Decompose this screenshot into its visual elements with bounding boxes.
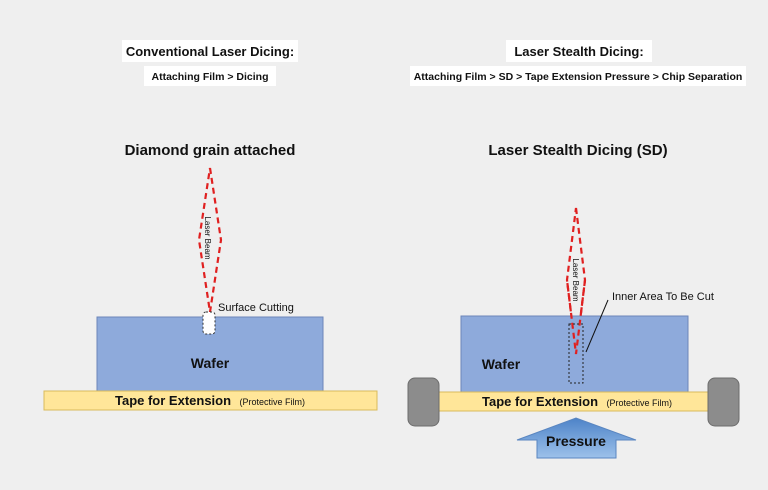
left-steps: Attaching Film > Dicing: [152, 71, 269, 83]
inner-area-label: Inner Area To Be Cut: [612, 291, 714, 303]
right-heading-box: [506, 40, 652, 62]
right-steps: Attaching Film > SD > Tape Extension Pre…: [414, 71, 743, 83]
pressure-arrow: [516, 417, 637, 459]
sd-laser-beam-inner: [565, 279, 587, 355]
left-tape-text: Tape for Extension (Protective Film): [115, 392, 305, 409]
pressure-label: Pressure: [546, 433, 606, 449]
right-tape-text: Tape for Extension (Protective Film): [482, 393, 672, 410]
left-wafer-label: Wafer: [191, 355, 230, 371]
right-tape-note: (Protective Film): [607, 398, 673, 408]
left-tape-label: Tape for Extension: [115, 393, 231, 408]
surface-cut-notch: [202, 311, 216, 335]
right-roller: [707, 377, 740, 427]
right-wafer-label: Wafer: [482, 356, 521, 372]
surface-cutting-label: Surface Cutting: [218, 302, 294, 314]
left-beam-label: Laser Beam: [203, 216, 212, 259]
inner-area-pointer: [585, 299, 609, 353]
right-steps-box: [410, 66, 746, 86]
sd-laser-beam-outline: [565, 207, 587, 355]
left-heading-box: [122, 40, 298, 62]
right-subtitle: Laser Stealth Dicing (SD): [488, 142, 667, 159]
right-beam-label: Laser Beam: [571, 258, 580, 301]
left-tape-note: (Protective Film): [240, 397, 306, 407]
right-tape-label: Tape for Extension: [482, 394, 598, 409]
left-subtitle: Diamond grain attached: [125, 142, 296, 159]
left-tape: [43, 390, 378, 411]
right-heading: Laser Stealth Dicing:: [514, 44, 643, 59]
left-roller: [407, 377, 440, 427]
left-panel: Conventional Laser Dicing: Attaching Fil…: [43, 40, 378, 411]
right-panel: Laser Stealth Dicing: Attaching Film > S…: [407, 40, 746, 459]
left-heading: Conventional Laser Dicing:: [126, 44, 294, 59]
right-wafer: [460, 315, 689, 393]
inner-cut-area: [568, 323, 584, 384]
left-steps-box: [144, 66, 276, 86]
